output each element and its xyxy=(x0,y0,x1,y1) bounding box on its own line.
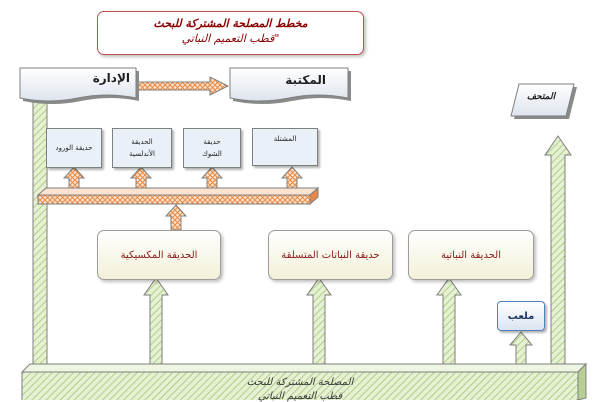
title-box: مخطط المصلحة المشتركة للبحث "قطب التعميم… xyxy=(97,11,364,55)
base-bar xyxy=(20,362,588,400)
andalusian-garden-box: الحديقة الأندلسية xyxy=(112,128,172,168)
playground-box: ملعب xyxy=(497,301,545,331)
distribution-bar xyxy=(36,186,320,206)
arrow-to-andalusian-garden xyxy=(129,166,153,189)
mexican-garden-label: الحديقة المكسيكية xyxy=(120,249,198,261)
library-box xyxy=(229,67,351,104)
museum-box xyxy=(510,83,577,119)
botanical-garden-box: الحديقة النباتية xyxy=(408,230,534,280)
rose-garden-label: حديقة الورود xyxy=(55,144,93,152)
andalusian-garden-label: الحديقة الأندلسية xyxy=(129,138,155,158)
administration-label: الإدارة xyxy=(92,71,130,85)
arrow-garden-to-bar xyxy=(164,204,188,231)
arrow-to-botanical-garden xyxy=(436,277,462,365)
climbing-plants-garden-label: حديقة النباتات المتسلقة xyxy=(281,249,380,261)
nursery-label: المشتلة xyxy=(273,135,297,143)
arrow-to-administration xyxy=(26,81,54,365)
title-sub: "قطب التعميم النباتي xyxy=(181,32,280,45)
museum-label: المتحف xyxy=(526,92,556,102)
botanical-garden-label: الحديقة النباتية xyxy=(441,249,501,261)
base-label-main: المصلحة المشتركة للبحث xyxy=(246,377,354,388)
arrow-to-rose-garden xyxy=(62,166,86,189)
library-label: المكتبة xyxy=(285,73,326,87)
base-label-sub: قطب التعميم النباتي xyxy=(257,391,343,402)
arrow-to-climbing-garden xyxy=(306,277,332,365)
arrow-admin-to-library xyxy=(137,76,230,96)
arrow-to-thorny-garden xyxy=(200,166,224,189)
arrow-to-nursery xyxy=(280,166,304,189)
thorny-garden-label: حديقة الشوك xyxy=(202,138,222,158)
mexican-garden-box: الحديقة المكسيكية xyxy=(97,230,221,280)
title-main: مخطط المصلحة المشتركة للبحث xyxy=(153,17,308,30)
thorny-garden-box: حديقة الشوك xyxy=(183,128,241,168)
arrow-to-playground xyxy=(508,331,534,365)
nursery-box: المشتلة xyxy=(252,128,318,166)
administration-box xyxy=(19,67,139,104)
arrow-to-museum xyxy=(544,135,572,365)
arrow-to-mexican-garden xyxy=(143,277,169,365)
climbing-plants-garden-box: حديقة النباتات المتسلقة xyxy=(268,230,393,280)
playground-label: ملعب xyxy=(507,310,535,322)
rose-garden-box: حديقة الورود xyxy=(46,128,102,168)
